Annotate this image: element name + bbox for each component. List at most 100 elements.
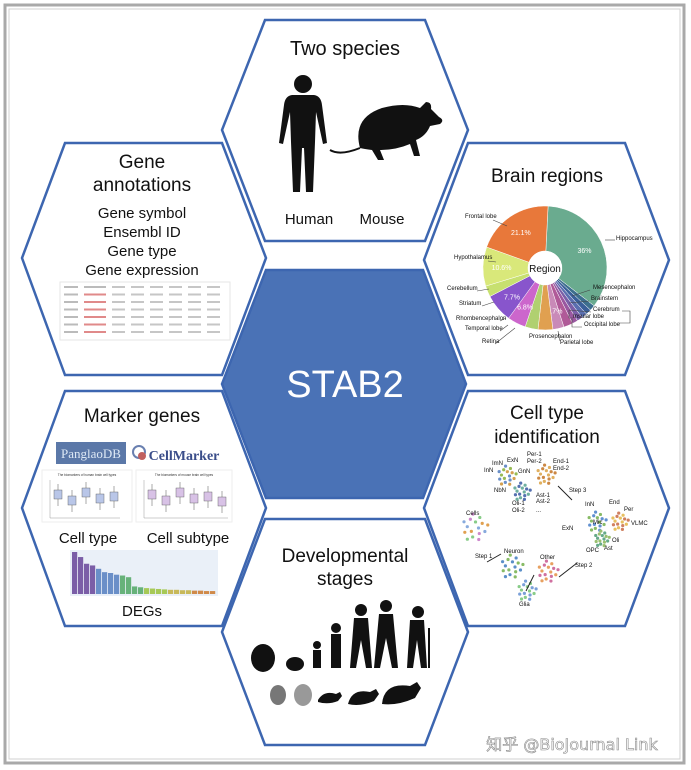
cti-label-step2: Step 2 xyxy=(575,563,593,569)
table-cell xyxy=(112,331,125,333)
deg-bar xyxy=(90,565,96,594)
cell-dot xyxy=(544,559,549,563)
cell-cluster-dots xyxy=(462,463,630,601)
cell-dot xyxy=(536,468,540,473)
cell-dot xyxy=(508,573,512,577)
cell-dot xyxy=(621,523,625,528)
cell-dot xyxy=(523,595,527,599)
table-cell xyxy=(150,301,163,303)
cell-dot xyxy=(593,526,597,530)
cell-dot xyxy=(520,486,524,490)
cell-dot xyxy=(611,516,615,520)
table-cell xyxy=(207,323,220,326)
cell-dot xyxy=(543,573,547,577)
cell-dot xyxy=(527,589,532,593)
table-cell xyxy=(150,331,163,333)
deg-bar xyxy=(108,573,114,594)
cell-dot xyxy=(508,478,512,482)
developmental-stages-title-2: stages xyxy=(317,569,373,590)
table-cell xyxy=(131,293,144,296)
boxplot-mouse-title: The biomarkers of mouse brain cell types xyxy=(155,473,214,477)
cti-label-end: End xyxy=(609,500,620,506)
pie-label-occipital-lobe: Occipital lobe xyxy=(584,322,621,328)
cell-dot xyxy=(522,591,526,595)
cell-dot xyxy=(537,476,541,480)
pie-label-temporal-lobe: Temporal lobe xyxy=(465,326,503,332)
gene-annotation-item: Gene type xyxy=(107,243,176,260)
cell-dot xyxy=(595,536,600,540)
degs-label: DEGs xyxy=(122,603,162,620)
table-cell xyxy=(84,331,106,333)
cell-dot xyxy=(553,471,557,475)
deg-bar xyxy=(78,557,84,594)
cell-dot xyxy=(542,479,546,483)
boxplot-human-title: The biomarkers of human brain cell types xyxy=(58,473,117,477)
cell-dot xyxy=(607,535,611,539)
pie-label-hippocampus: Hippocampus xyxy=(616,236,653,242)
pie-label-hypothalamus: Hypothalamus xyxy=(454,255,492,261)
cti-label-end2: End-2 xyxy=(553,466,570,472)
cell-dot xyxy=(604,518,608,522)
cell-dot xyxy=(477,531,481,536)
cell-dot xyxy=(544,577,548,581)
boxplot-box xyxy=(161,495,171,506)
cti-label-glia: Glia xyxy=(519,602,530,608)
table-cell xyxy=(84,323,106,326)
cell-dot xyxy=(552,566,556,570)
cell-dot xyxy=(598,524,602,528)
cell-dot xyxy=(604,534,608,538)
cell-dot xyxy=(522,583,526,587)
deg-bar xyxy=(204,591,210,594)
pie-slice-pct: 21.1% xyxy=(511,230,531,237)
pie-label-frontal-lobe: Frontal lobe xyxy=(465,214,497,220)
cell-dot xyxy=(471,535,475,539)
hex-center xyxy=(220,268,468,500)
deg-bar xyxy=(132,586,138,594)
cell-dot xyxy=(514,570,518,574)
boxplot-box xyxy=(109,491,119,502)
cell-dot xyxy=(507,568,511,572)
table-cell xyxy=(207,301,220,303)
cell-dot xyxy=(519,588,524,592)
cell-dot xyxy=(462,520,466,524)
cell-dot xyxy=(518,592,522,596)
table-cell xyxy=(207,286,220,288)
cell-dot xyxy=(518,492,522,496)
cell-dot xyxy=(616,526,621,530)
cell-dot xyxy=(556,568,560,572)
mouse-silhouette-icon xyxy=(329,102,443,160)
cell-dot xyxy=(549,574,553,578)
table-cell xyxy=(112,301,125,303)
cti-label-other: Other xyxy=(540,555,555,561)
pie-label-parietal-lobe: Parietal lobe xyxy=(560,340,594,346)
pie-label-cerebrum: Cerebrum xyxy=(593,307,620,313)
cell-dot xyxy=(505,470,509,474)
table-cell xyxy=(84,286,106,288)
cell-dot xyxy=(517,584,521,589)
cell-dot xyxy=(510,560,515,564)
cell-dot xyxy=(530,586,534,590)
table-cell xyxy=(207,331,220,333)
human-development-silhouettes-icon xyxy=(251,600,430,672)
cell-dot xyxy=(606,539,610,543)
gene-annotations-title-2: annotations xyxy=(93,175,191,196)
cell-dot xyxy=(503,480,507,484)
panglaodb-logo-text: PanglaoDB xyxy=(61,446,121,461)
cell-dot xyxy=(465,525,469,529)
table-cell xyxy=(150,286,163,288)
cell-subtype-label: Cell subtype xyxy=(147,530,230,547)
table-cell xyxy=(84,301,106,303)
table-cell xyxy=(131,331,144,333)
pie-label-brainstem: Brainstem xyxy=(591,296,618,302)
cell-dot xyxy=(616,522,620,526)
cell-dot xyxy=(546,565,551,569)
cell-dot xyxy=(547,481,551,485)
cell-dot xyxy=(522,497,527,502)
cell-dot xyxy=(486,523,490,527)
cell-dot xyxy=(599,542,603,546)
cell-dot xyxy=(549,570,553,574)
cell-dot xyxy=(523,483,527,487)
cti-label-ast2: Ast-2 xyxy=(536,499,551,505)
table-cell xyxy=(112,286,125,288)
table-cell xyxy=(131,308,144,311)
